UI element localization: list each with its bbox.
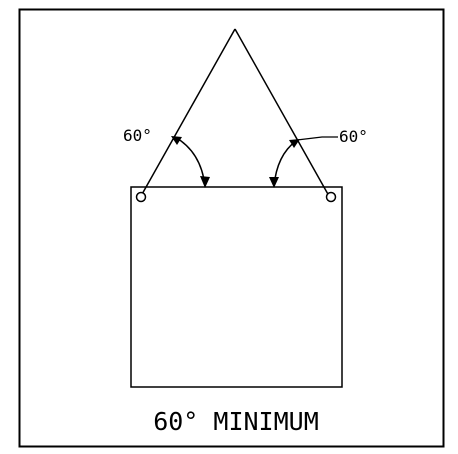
right-sling-leg — [234, 28, 330, 197]
left-angle-label: 60° — [123, 126, 152, 145]
right-angle-leader — [296, 136, 338, 141]
right-arc-arrow-bottom-icon — [269, 177, 279, 188]
left-lifting-eye-icon — [135, 191, 147, 203]
drawing-border — [18, 8, 445, 448]
caption: 60° MINIMUM — [153, 407, 319, 436]
right-arc-arrow-top-icon — [289, 139, 300, 148]
left-sling-leg — [140, 28, 236, 197]
left-arc-arrow-bottom-icon — [200, 176, 210, 188]
right-lifting-eye-icon — [325, 191, 337, 203]
load-box — [130, 186, 343, 388]
right-angle-label: 60° — [339, 127, 368, 146]
left-arc-arrow-top-icon — [171, 136, 182, 145]
